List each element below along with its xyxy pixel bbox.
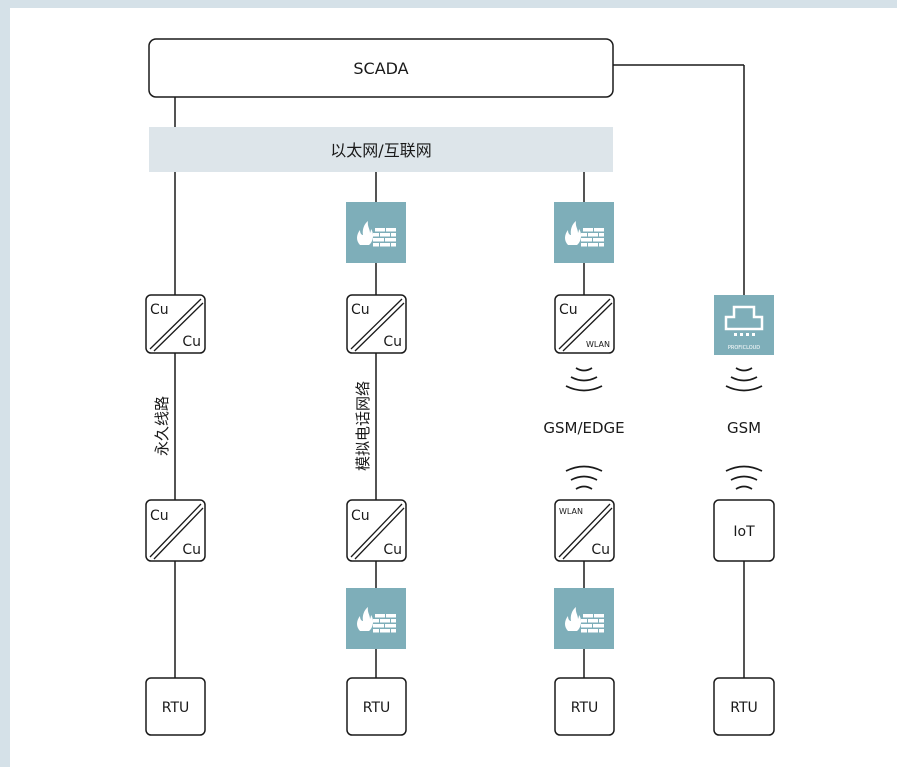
rtu-node: RTU [346,677,407,736]
rtu-node: RTU [713,677,775,736]
rtu-label: RTU [363,700,391,716]
connection-lines [174,64,745,678]
firewall-icon [346,202,406,263]
converter-port-bottom: Cu [591,542,610,558]
converter-port-bottom: Cu [182,334,201,350]
converter-port-bottom: Cu [182,542,201,558]
converter-port-bottom: Cu [383,334,402,350]
link-label-analog-phone: 模拟电话网络 [354,381,372,471]
proficloud-icon: PROFICLOUD [714,295,774,355]
wireless-signal-icon [725,465,763,490]
network-label: 以太网/互联网 [330,141,431,160]
proficloud-label: PROFICLOUD [728,345,760,351]
firewall-icon [554,202,614,263]
rtu-node: RTU [145,677,206,736]
network-diagram: SCADA 以太网/互联网 Cu Cu Cu Cu [145,38,775,736]
converter-port-bottom: WLAN [586,340,610,349]
wireless-signal-icon [565,465,603,490]
converter-port-top: Cu [351,508,370,524]
media-converter-cu-wlan: Cu WLAN [554,294,615,354]
converter-port-top: Cu [150,302,169,318]
link-label-gsm-edge: GSM/EDGE [543,419,624,437]
media-converter-cu-cu: Cu Cu [145,499,206,562]
rtu-label: RTU [730,700,758,716]
network-band: 以太网/互联网 [149,127,613,172]
link-label-leased-line: 永久线路 [153,396,171,456]
media-converter-cu-cu: Cu Cu [145,294,206,354]
converter-port-top: Cu [559,302,578,318]
scada-node: SCADA [148,38,614,98]
rtu-node: RTU [554,677,615,736]
firewall-icon [554,588,614,649]
converter-port-bottom: Cu [383,542,402,558]
media-converter-cu-cu: Cu Cu [346,294,407,354]
media-converter-cu-cu: Cu Cu [346,499,407,562]
diagram-canvas: SCADA 以太网/互联网 Cu Cu Cu Cu [10,8,897,767]
rtu-label: RTU [162,700,190,716]
converter-port-top: Cu [351,302,370,318]
wireless-signal-icon [565,367,603,392]
media-converter-wlan-cu: WLAN Cu [554,499,615,562]
rtu-label: RTU [571,700,599,716]
iot-label: IoT [733,524,755,540]
converter-port-top: Cu [150,508,169,524]
iot-node: IoT [713,499,775,562]
wireless-signal-icon [725,367,763,392]
link-label-gsm: GSM [727,419,761,437]
scada-label: SCADA [353,59,408,78]
firewall-icon [346,588,406,649]
converter-port-top: WLAN [559,507,583,516]
